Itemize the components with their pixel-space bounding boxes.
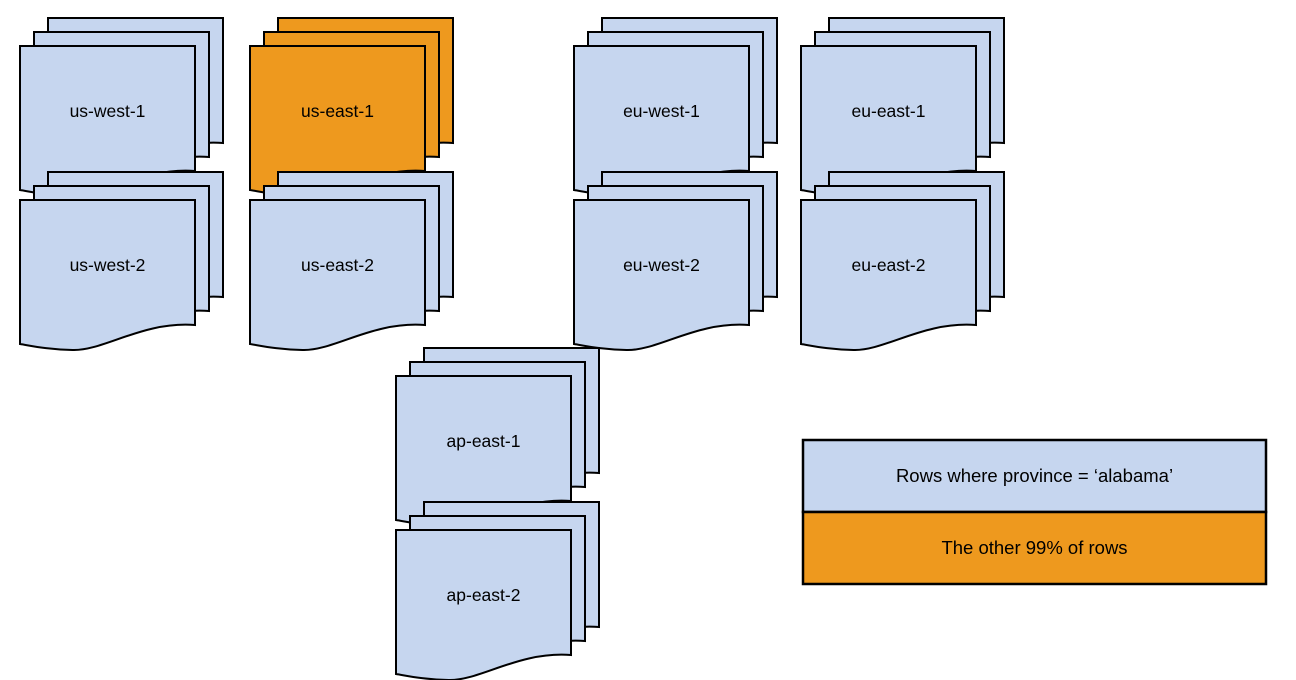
document-stack-eu-east-2[interactable]: eu-east-2 xyxy=(800,171,1005,352)
document-stack-ap-east-2[interactable]: ap-east-2 xyxy=(395,501,600,680)
document-stack-ap-east-1[interactable]: ap-east-1 xyxy=(395,347,600,528)
document-stack-us-east-1[interactable]: us-east-1 xyxy=(249,17,454,198)
stack-label-us-west-2: us-west-2 xyxy=(70,255,146,275)
stack-label-ap-east-1: ap-east-1 xyxy=(447,431,521,451)
document-sheet xyxy=(800,199,977,352)
stack-label-ap-east-2: ap-east-2 xyxy=(447,585,521,605)
stack-label-eu-east-2: eu-east-2 xyxy=(852,255,926,275)
legend-row-alabama-label: Rows where province = ‘alabama’ xyxy=(896,465,1173,486)
stack-label-eu-east-1: eu-east-1 xyxy=(852,101,926,121)
document-stacks-group: us-west-1 us-east-1 eu-west-1 eu-east-1 us-w… xyxy=(19,17,1005,680)
document-stack-eu-west-1[interactable]: eu-west-1 xyxy=(573,17,778,198)
document-sheet xyxy=(395,529,572,680)
stack-label-us-east-2: us-east-2 xyxy=(301,255,374,275)
stack-label-us-east-1: us-east-1 xyxy=(301,101,374,121)
document-stack-eu-west-2[interactable]: eu-west-2 xyxy=(573,171,778,352)
document-sheet xyxy=(19,199,196,352)
legend-row-alabama-swatch[interactable] xyxy=(801,438,1268,514)
document-stack-us-west-1[interactable]: us-west-1 xyxy=(19,17,224,198)
document-sheet xyxy=(573,199,750,352)
legend-row-other-swatch[interactable] xyxy=(801,510,1268,586)
legend-group: Rows where province = ‘alabama’ The other… xyxy=(801,438,1268,586)
document-sheet xyxy=(249,199,426,352)
stack-label-eu-west-2: eu-west-2 xyxy=(623,255,700,275)
document-stack-us-west-2[interactable]: us-west-2 xyxy=(19,171,224,352)
stack-label-us-west-1: us-west-1 xyxy=(70,101,146,121)
document-stack-eu-east-1[interactable]: eu-east-1 xyxy=(800,17,1005,198)
document-stack-us-east-2[interactable]: us-east-2 xyxy=(249,171,454,352)
legend-row-other-label: The other 99% of rows xyxy=(941,537,1127,558)
stack-label-eu-west-1: eu-west-1 xyxy=(623,101,700,121)
